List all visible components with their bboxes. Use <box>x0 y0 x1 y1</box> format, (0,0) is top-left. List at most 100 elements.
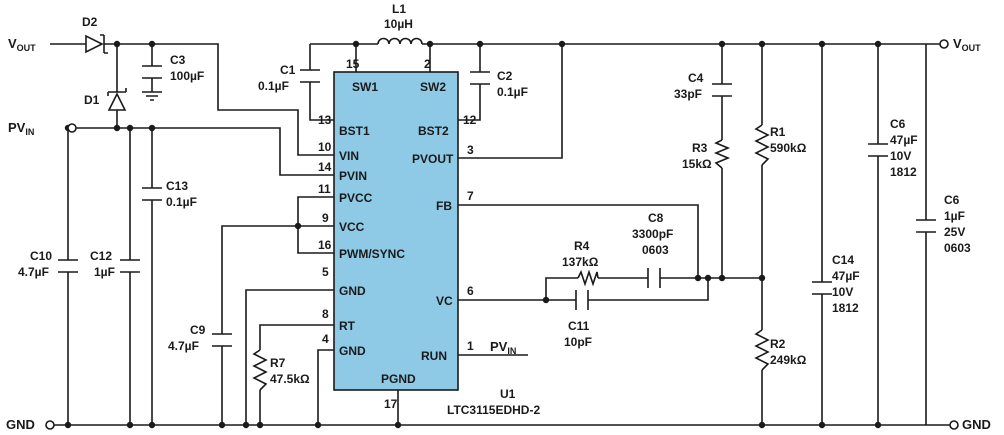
label-r7-value: 47.5kΩ <box>270 372 310 386</box>
label-c3-value: 100µF <box>170 69 204 83</box>
capacitor-c6-47uf <box>868 143 888 157</box>
junctions <box>64 40 882 429</box>
label-c10-ref: C10 <box>30 249 52 263</box>
ic-pin-names: SW1 SW2 BST1 BST2 VIN PVIN PVOUT PVCC VC… <box>339 80 454 386</box>
label-d2-ref: D2 <box>82 15 98 29</box>
terminal-vout-right <box>939 39 949 49</box>
pin-name-vin: VIN <box>339 149 359 163</box>
label-c2-ref: C2 <box>497 69 513 83</box>
label-r1-ref: R1 <box>770 125 786 139</box>
resistor-r7 <box>252 349 268 391</box>
pin-number-9: 9 <box>322 211 329 225</box>
label-c2-value: 0.1µF <box>497 85 528 99</box>
pin-name-fb: FB <box>436 199 452 213</box>
pin-number-14: 14 <box>318 160 332 174</box>
label-c4-ref: C4 <box>688 71 704 85</box>
pin-name-vc: VC <box>436 294 453 308</box>
pin-name-rt: RT <box>339 319 356 333</box>
label-c6a-package: 1812 <box>890 165 917 179</box>
label-c6b-ref: C6 <box>944 193 960 207</box>
label-c6b-voltage: 25V <box>944 225 965 239</box>
pin-name-bst2: BST2 <box>418 124 449 138</box>
label-c8-package: 0603 <box>642 243 669 257</box>
pin-name-gnd-5: GND <box>339 284 366 298</box>
label-c8-value: 3300pF <box>632 227 673 241</box>
pin-number-1: 1 <box>467 339 474 353</box>
pin-number-7: 7 <box>467 189 474 203</box>
pin-name-pgnd: PGND <box>381 372 416 386</box>
pin-number-10: 10 <box>318 140 332 154</box>
resistor-r2 <box>754 329 770 371</box>
ic-part-number: LTC3115EDHD-2 <box>447 403 540 417</box>
capacitor-c2 <box>470 71 490 85</box>
label-l1-ref: L1 <box>392 2 406 16</box>
label-c6a-voltage: 10V <box>890 149 911 163</box>
capacitor-c6-1uf <box>916 219 936 233</box>
capacitor-c11 <box>575 290 589 310</box>
pin-name-run: RUN <box>421 349 447 363</box>
label-c12-ref: C12 <box>90 249 112 263</box>
pin-number-15: 15 <box>346 57 360 71</box>
label-r3-ref: R3 <box>692 141 708 155</box>
terminal-gnd-left <box>45 420 55 430</box>
label-c10-value: 4.7µF <box>18 265 49 279</box>
pin-number-11: 11 <box>318 182 331 196</box>
label-c9-ref: C9 <box>190 323 206 337</box>
label-c4-value: 33pF <box>674 87 702 101</box>
label-l1-value: 10µH <box>384 17 413 31</box>
label-c6a-value: 47µF <box>890 133 918 147</box>
label-r7-ref: R7 <box>270 356 286 370</box>
label-c14-ref: C14 <box>832 253 854 267</box>
ic-pin-numbers: 15 2 13 12 10 14 3 11 9 16 7 5 6 8 4 1 1… <box>318 57 477 411</box>
label-r4-value: 137kΩ <box>562 255 599 269</box>
pin-name-sw1: SW1 <box>352 80 378 94</box>
label-c13-ref: C13 <box>166 179 188 193</box>
resistor-r4 <box>577 269 599 287</box>
pin-number-4: 4 <box>322 332 329 346</box>
diode-d2 <box>85 34 108 54</box>
pin-number-13: 13 <box>318 113 332 127</box>
component-labels: D2 D1 L1 10µH C3 100µF C1 0.1µF C2 0.1µF… <box>18 2 971 386</box>
ic-designator: U1 <box>500 387 516 401</box>
label-c1-value: 0.1µF <box>258 79 289 93</box>
label-c6b-value: 1µF <box>944 209 965 223</box>
pin-name-pwm-sync: PWM/SYNC <box>339 247 405 261</box>
capacitor-c3 <box>142 65 162 101</box>
capacitor-c10 <box>58 259 78 273</box>
pin-name-pvout: PVOUT <box>412 152 454 166</box>
label-c12-value: 1µF <box>94 265 115 279</box>
label-c11-ref: C11 <box>568 319 590 333</box>
capacitor-c13 <box>142 187 162 201</box>
net-label-vout-left: VOUT <box>8 36 36 53</box>
wires <box>50 43 950 426</box>
label-r4-ref: R4 <box>574 239 590 253</box>
net-label-gnd-right: GND <box>962 417 991 432</box>
label-r1-value: 590kΩ <box>770 141 807 155</box>
label-c8-ref: C8 <box>648 211 664 225</box>
label-r2-value: 249kΩ <box>770 353 807 367</box>
pin-number-12: 12 <box>463 113 477 127</box>
label-c13-value: 0.1µF <box>166 195 197 209</box>
diode-d1 <box>107 88 127 111</box>
net-label-pvin-left: PVIN <box>8 120 34 137</box>
pin-number-6: 6 <box>467 284 474 298</box>
net-label-gnd-left: GND <box>6 417 35 432</box>
ic-body <box>333 71 459 391</box>
label-c14-package: 1812 <box>832 301 859 315</box>
label-c1-ref: C1 <box>280 63 296 77</box>
pin-name-pvcc: PVCC <box>339 191 373 205</box>
capacitor-c14 <box>812 281 832 295</box>
label-d1-ref: D1 <box>84 93 100 107</box>
capacitor-c12 <box>120 259 140 273</box>
pin-number-8: 8 <box>322 307 329 321</box>
pin-name-bst1: BST1 <box>339 124 370 138</box>
pin-number-5: 5 <box>322 265 329 279</box>
label-r3-value: 15kΩ <box>682 157 712 171</box>
capacitor-c1 <box>300 69 320 83</box>
pin-name-pvin: PVIN <box>339 169 367 183</box>
label-c6a-ref: C6 <box>890 117 906 131</box>
label-c14-voltage: 10V <box>832 285 853 299</box>
net-label-vout-right: VOUT <box>953 36 981 53</box>
pin-name-sw2: SW2 <box>420 80 446 94</box>
terminal-gnd-right <box>949 420 959 430</box>
